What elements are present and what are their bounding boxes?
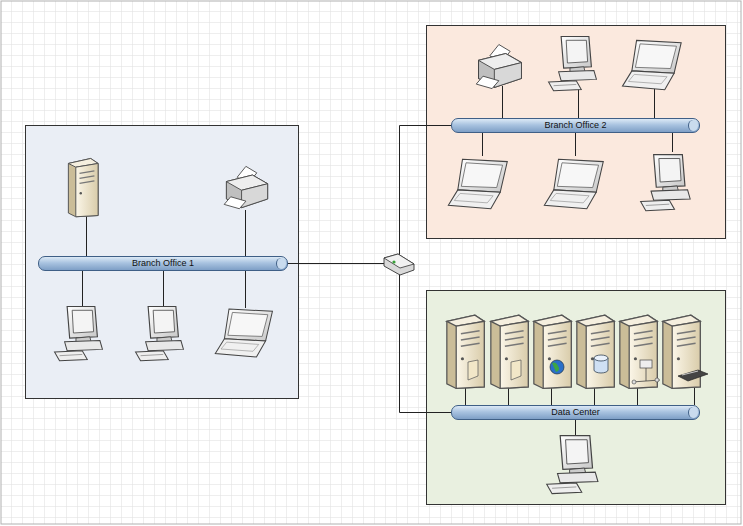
- network-bus: Branch Office 2: [451, 118, 700, 133]
- bus-label: Branch Office 1: [132, 259, 194, 268]
- pc-icon: [547, 436, 598, 494]
- laptop-icon: [622, 40, 681, 89]
- bus-label: Branch Office 2: [545, 121, 607, 130]
- pc-icon: [641, 155, 691, 211]
- laptop-icon: [544, 159, 603, 209]
- pc-icon: [549, 37, 597, 91]
- printer-icon: [224, 166, 267, 208]
- network-bus: Branch Office 1: [38, 256, 288, 271]
- bus-label: Data Center: [551, 408, 600, 417]
- server-icon: [68, 158, 98, 216]
- network-wires: [83, 86, 695, 436]
- laptop-icon: [215, 309, 272, 357]
- datacenter-panel: [427, 291, 726, 505]
- office-panel: [427, 26, 726, 239]
- pc-icon: [55, 307, 103, 361]
- office-panel: [26, 126, 299, 399]
- network-bus: Data Center: [451, 405, 700, 420]
- laptop-icon: [448, 159, 507, 209]
- pc-icon: [136, 307, 184, 361]
- printer-icon: [476, 45, 521, 89]
- router-icon: [384, 254, 414, 275]
- server-rack: [447, 315, 708, 388]
